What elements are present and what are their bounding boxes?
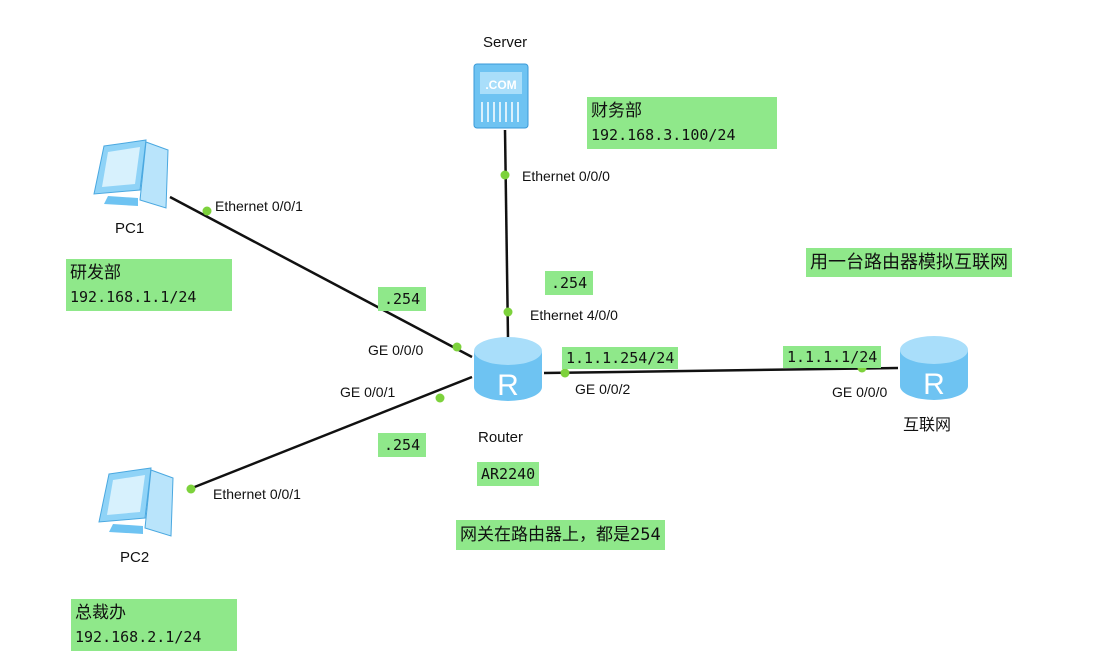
rd-ip: 192.168.1.1/24 [70,288,197,306]
svg-text:R: R [923,368,945,401]
svg-text:R: R [497,369,519,402]
internet-port-label: GE 0/0/0 [832,384,888,400]
port-dot [186,484,196,494]
port-dot [500,170,510,180]
port-dot [503,307,513,317]
internet-sim-note: 用一台路由器模拟互联网 [806,248,1012,277]
router-model: AR2240 [477,462,540,486]
server-port-label: Ethernet 0/0/0 [522,168,610,184]
router-ge001-label: GE 0/0/1 [340,384,396,400]
finance-dept: 财务部 [591,101,642,121]
pc1-port-label: Ethernet 0/0/1 [215,198,303,214]
port-dot [452,342,462,352]
rd-dept: 研发部 [70,263,121,283]
server-icon[interactable]: .COM [470,62,532,132]
gw-pc1-note: .254 [378,287,427,311]
router-ge000-label: GE 0/0/0 [368,342,424,358]
internet-ip-note: 1.1.1.1/24 [783,346,882,368]
link-pc2-router[interactable] [186,375,473,492]
port-dot [435,393,445,403]
router-wan-ip-note: 1.1.1.254/24 [562,347,679,369]
gw-server-note: .254 [545,271,594,295]
finance-ip: 192.168.3.100/24 [591,126,736,144]
internet-label: 互联网 [903,417,952,434]
server-badge: .COM [485,78,516,92]
server-label: Server [483,34,528,51]
port-dot [202,206,212,216]
ceo-dept: 总裁办 [75,603,126,623]
link-router-internet[interactable] [543,366,899,375]
router-label: Router [478,429,524,446]
pc1-label: PC1 [115,220,145,237]
gw-pc2-note: .254 [378,433,427,457]
router-icon[interactable]: R [470,333,546,405]
link-pc1-router[interactable] [169,195,473,359]
pc1-icon[interactable] [90,138,172,213]
internet-router-icon[interactable]: R [896,332,972,404]
pc2-port-label: Ethernet 0/0/1 [213,486,301,502]
ceo-ip: 192.168.2.1/24 [75,628,202,646]
gateway-note: 网关在路由器上，都是254 [456,520,665,550]
link-server-router[interactable] [503,129,510,339]
finance-note: 财务部 192.168.3.100/24 [587,97,777,149]
router-ge002-label: GE 0/0/2 [575,381,631,397]
ceo-note: 总裁办 192.168.2.1/24 [71,599,237,651]
pc2-icon[interactable] [95,466,177,541]
router-e400-label: Ethernet 4/0/0 [530,307,618,323]
port-dot [560,368,570,378]
rd-note: 研发部 192.168.1.1/24 [66,259,232,311]
pc2-label: PC2 [120,549,150,566]
